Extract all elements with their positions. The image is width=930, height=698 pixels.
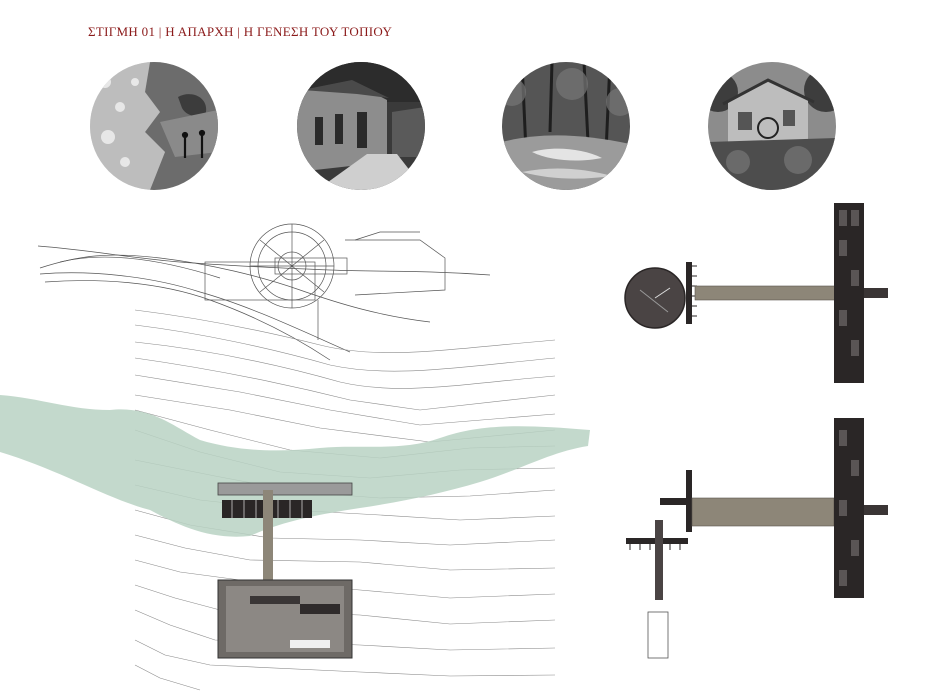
mill-plan xyxy=(217,482,353,659)
village-street-photo-icon xyxy=(297,62,425,190)
mill-elevation-sketch xyxy=(37,223,491,361)
wheel-mechanism-plan xyxy=(626,418,888,659)
wheel-mechanism-elevation xyxy=(624,203,888,383)
page-title: ΣΤΙΓΜΗ 01 | Η ΑΠΑΡΧΗ | Η ΓΕΝΕΣΗ ΤΟΥ ΤΟΠΙ… xyxy=(88,24,393,39)
collage-photo-icon xyxy=(90,62,218,190)
forest-stream-photo-icon xyxy=(502,62,630,190)
watermill-house-photo-icon xyxy=(708,62,836,190)
river-wash xyxy=(0,395,590,537)
